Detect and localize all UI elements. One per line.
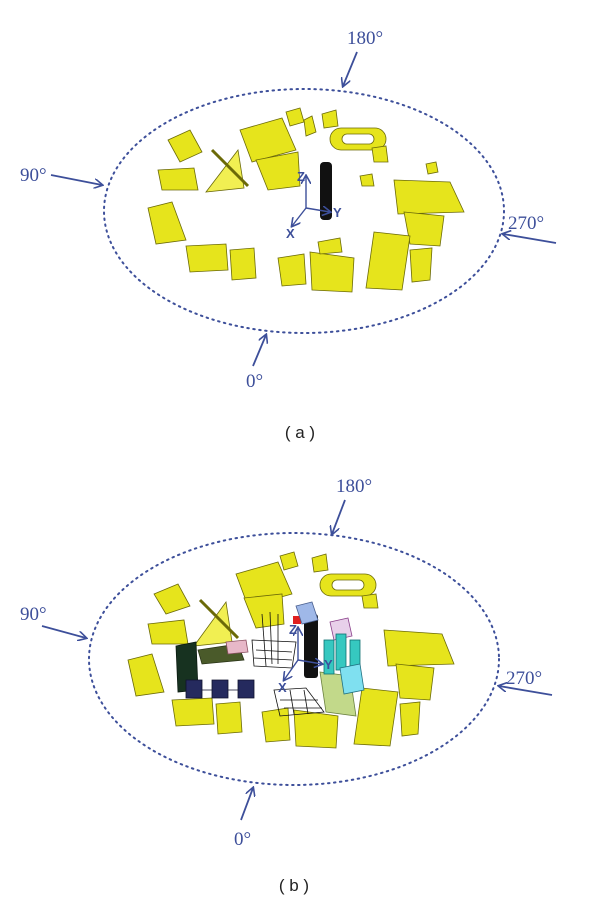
navy-serpentine-block xyxy=(185,679,255,699)
wireframe-podium xyxy=(273,687,325,717)
axis-triad: Z Y X xyxy=(278,622,333,695)
building-cluster-northwest xyxy=(157,107,317,193)
building-cluster-northwest xyxy=(147,551,299,647)
angle-label-north: 180° xyxy=(347,28,383,49)
red-marker xyxy=(293,616,301,624)
axis-label-x: X xyxy=(286,226,295,241)
building-cluster-south xyxy=(261,707,339,749)
angle-label-south: 0° xyxy=(234,829,251,850)
arrow-south xyxy=(252,335,266,367)
axis-label-x: X xyxy=(278,680,287,695)
pink-roof xyxy=(225,639,249,655)
panel-caption: ( b ) xyxy=(279,876,309,895)
lilac-sphere xyxy=(329,617,353,641)
axis-label-y: Y xyxy=(333,205,342,220)
cyan-glass-block xyxy=(339,663,365,695)
arrow-east xyxy=(499,686,553,696)
angle-label-east: 270° xyxy=(508,213,544,234)
boundary-ellipse xyxy=(103,88,505,334)
panel-a: 180° 90° 270° 0° xyxy=(20,28,557,442)
arrow-north xyxy=(332,499,346,534)
panel-caption: ( a ) xyxy=(285,423,315,442)
building-cluster-west xyxy=(127,653,243,735)
arrow-east xyxy=(503,234,557,244)
angle-label-south: 0° xyxy=(246,371,263,392)
arrow-south xyxy=(240,788,253,821)
angle-label-west: 90° xyxy=(20,604,47,625)
building-cluster-east xyxy=(365,161,465,291)
teal-tower-1 xyxy=(323,639,335,675)
central-tower xyxy=(304,614,318,678)
building-cluster-north-track xyxy=(311,553,379,609)
panel-b: 180° 90° 270° 0° xyxy=(20,476,553,895)
building-cluster-south xyxy=(277,237,355,293)
axis-label-z: Z xyxy=(297,169,305,184)
angle-label-west: 90° xyxy=(20,165,47,186)
light-blue-block xyxy=(295,601,319,625)
axis-label-z: Z xyxy=(289,622,297,637)
arrow-west xyxy=(41,625,86,638)
arrow-north xyxy=(343,51,358,86)
new-development-models xyxy=(175,601,365,717)
axis-label-y: Y xyxy=(324,657,333,672)
building-cluster-north-track xyxy=(321,109,389,187)
arrow-west xyxy=(50,174,102,185)
teal-tower-2 xyxy=(335,633,347,671)
building-cluster-west xyxy=(147,201,257,281)
central-tower xyxy=(320,162,332,220)
axis-triad: Z Y X xyxy=(286,169,342,241)
angle-label-north: 180° xyxy=(336,476,372,497)
angle-label-east: 270° xyxy=(506,668,542,689)
building-cluster-east xyxy=(353,629,455,747)
boundary-ellipse xyxy=(88,532,500,786)
